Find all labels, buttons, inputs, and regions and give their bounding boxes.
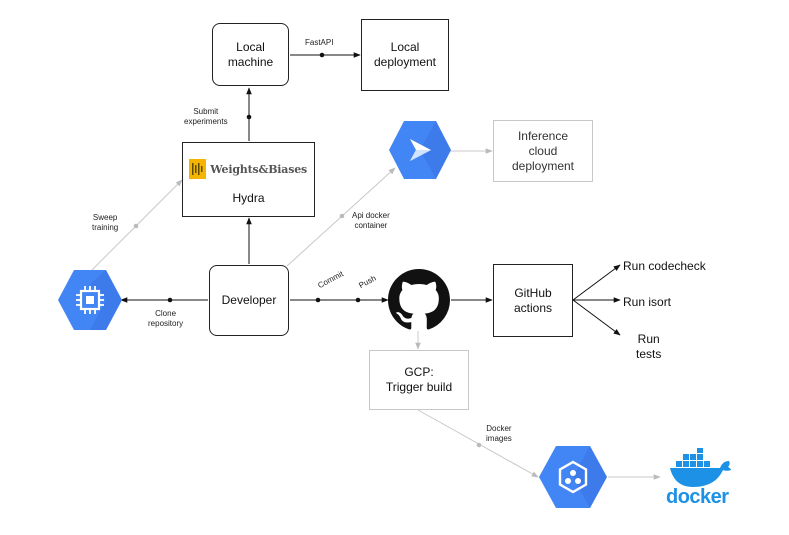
local-machine-node: Local machine <box>212 23 289 86</box>
docker-icon <box>670 448 731 487</box>
hydra-label: Hydra <box>232 191 265 205</box>
github-actions-node: GitHub actions <box>493 264 573 337</box>
edge-tests <box>572 299 621 336</box>
container-registry-icon <box>539 446 607 508</box>
cloud-run-icon <box>389 121 451 179</box>
output-tests: Run tests <box>636 332 662 361</box>
label-submit: Submit experiments <box>184 107 228 126</box>
wandb-wordmark: Weights&Biases <box>210 162 307 176</box>
output-codecheck: Run codecheck <box>623 259 706 273</box>
developer-node: Developer <box>209 265 289 336</box>
local-deployment-node: Local deployment <box>361 19 449 91</box>
gcp-trigger-node: GCP: Trigger build <box>369 350 469 410</box>
wandb-logo: Weights&Biases <box>189 158 307 180</box>
docker-wordmark: docker <box>666 486 729 508</box>
github-icon <box>388 269 450 330</box>
hydra-node: Hydra <box>182 142 315 217</box>
label-docker-images: Docker images <box>486 424 512 443</box>
label-fastapi: FastAPI <box>305 38 334 47</box>
edge-codecheck <box>572 264 621 301</box>
output-isort: Run isort <box>623 295 672 309</box>
label-clone: Clone repository <box>148 309 184 328</box>
label-api-docker: Api docker container <box>352 211 390 230</box>
wandb-icon <box>189 159 207 179</box>
inference-node: Inference cloud deployment <box>493 120 593 182</box>
compute-engine-icon <box>58 270 122 330</box>
label-sweep: Sweep training <box>92 213 119 232</box>
